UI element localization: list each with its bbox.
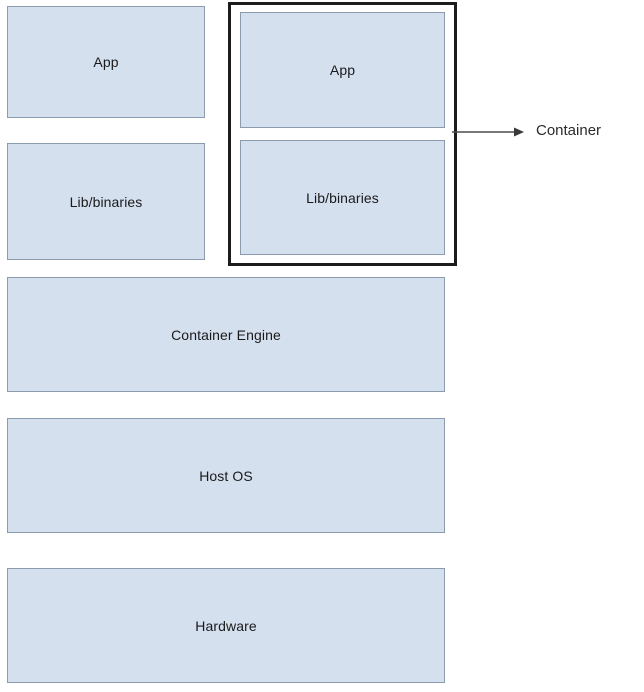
block-container-engine: Container Engine [7, 277, 445, 392]
block-lib-binaries-left: Lib/binaries [7, 143, 205, 260]
block-app-container: App [240, 12, 445, 128]
block-app-left: App [7, 6, 205, 118]
callout-arrow-icon [452, 127, 524, 137]
block-host-os: Host OS [7, 418, 445, 533]
callout-label-container: Container [536, 122, 602, 139]
block-hardware: Hardware [7, 568, 445, 683]
block-lib-binaries-container: Lib/binaries [240, 140, 445, 255]
